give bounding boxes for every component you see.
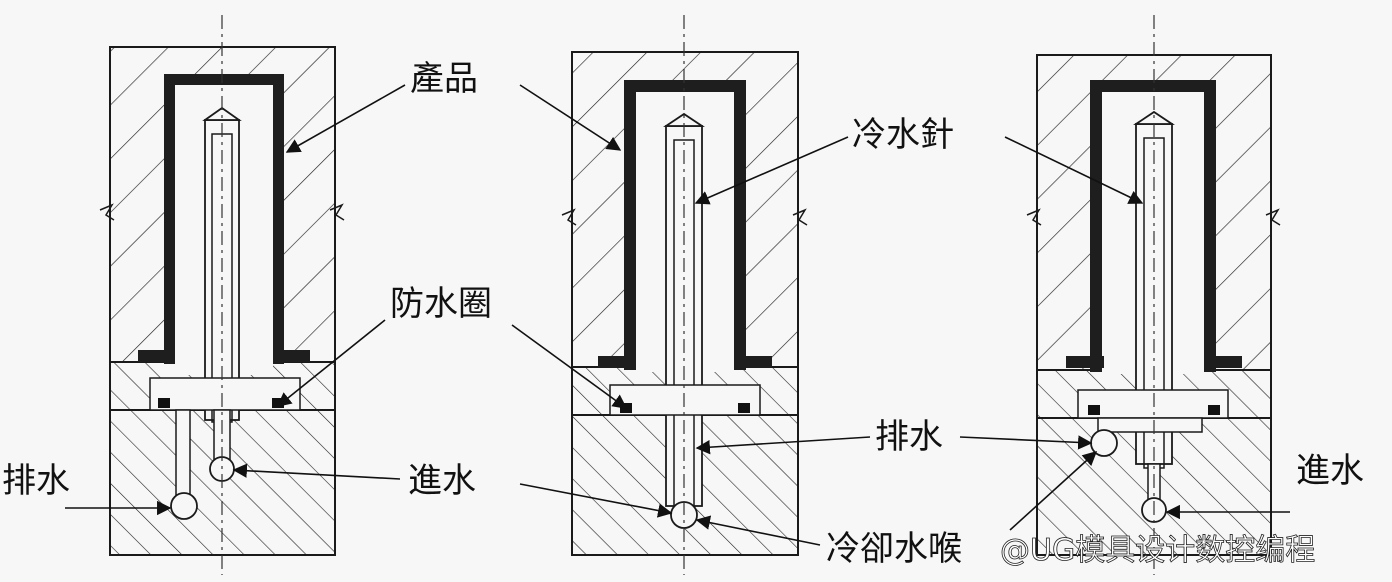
drain-port-left	[170, 492, 198, 520]
seal-ring-right-a	[1088, 405, 1100, 415]
label-cooling-pin: 冷水針	[852, 115, 954, 155]
label-cooling-fitting: 冷卻水喉	[826, 529, 962, 569]
seal-ring-left-a	[158, 398, 170, 408]
label-product: 產品	[410, 59, 478, 99]
label-drain-left: 排水	[2, 461, 70, 501]
leader-lines	[65, 84, 1290, 546]
seal-ring-right-b	[1208, 405, 1220, 415]
seal-ring-mid-b	[738, 403, 750, 413]
label-inlet-right: 進水	[1296, 451, 1364, 491]
label-seal-ring: 防水圈	[390, 284, 492, 324]
mold-middle	[561, 15, 808, 575]
mold-right	[1026, 15, 1281, 575]
label-drain-right: 排水	[875, 417, 943, 457]
mold-left	[99, 15, 345, 575]
label-inlet-mid: 進水	[408, 461, 476, 501]
watermark: @UG模具设计数控编程	[1000, 533, 1315, 568]
